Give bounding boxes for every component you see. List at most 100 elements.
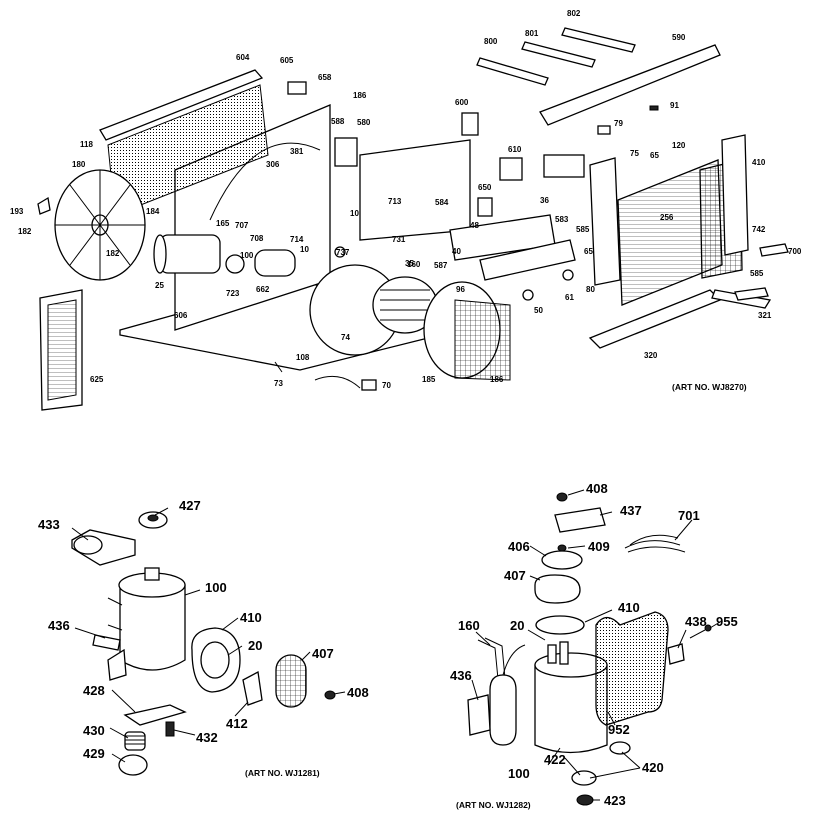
part-610 <box>499 157 523 181</box>
callout: 407 <box>504 568 526 583</box>
art-number-wj8270: (ART NO. WJ8270) <box>672 382 747 392</box>
callout: 584 <box>435 198 449 207</box>
callout: 74 <box>341 333 350 342</box>
gasket-407 <box>275 654 307 708</box>
callout: 610 <box>508 145 522 154</box>
callout: 410 <box>752 158 766 167</box>
callout: 120 <box>672 141 686 150</box>
callout: 186 <box>353 91 367 100</box>
callout: 256 <box>660 213 674 222</box>
callout: 10 <box>350 209 359 218</box>
callout: 580 <box>357 118 371 127</box>
compressor-body-a <box>92 567 186 681</box>
top-rail-801 <box>521 41 596 68</box>
callout: 118 <box>80 140 93 149</box>
grommet-420 <box>609 741 631 755</box>
rubber-foot <box>118 754 148 776</box>
mounting-spring <box>124 731 146 751</box>
top-rail-802 <box>561 27 636 53</box>
callout: 193 <box>10 207 24 216</box>
callout: 801 <box>525 29 539 38</box>
callout: 48 <box>470 221 479 230</box>
round-grille <box>423 281 511 381</box>
callout: 713 <box>388 197 402 206</box>
callout: 108 <box>296 353 310 362</box>
base-rail-320 <box>588 289 722 349</box>
callout: 36 <box>540 196 549 205</box>
callout: 423 <box>604 793 626 808</box>
callout: 91 <box>670 101 679 110</box>
callout: 585 <box>750 269 764 278</box>
callout: 437 <box>620 503 642 518</box>
compressor-b-callouts: 408 437 701 406 409 407 410 160 20 436 4… <box>450 481 738 808</box>
callout: 182 <box>18 227 32 236</box>
callout: 708 <box>250 234 264 243</box>
part-600 <box>461 112 479 136</box>
art-number-wj1281: (ART NO. WJ1281) <box>245 768 320 778</box>
art-number-wj1282: (ART NO. WJ1282) <box>456 800 531 810</box>
top-cover-590 <box>539 44 721 126</box>
callout: 731 <box>392 235 406 244</box>
callout: 160 <box>458 618 480 633</box>
callout: 185 <box>422 375 436 384</box>
callout: 410 <box>240 610 262 625</box>
callout: 600 <box>455 98 469 107</box>
callout: 182 <box>106 249 120 258</box>
callout: 61 <box>565 293 574 302</box>
relay-bracket <box>589 157 621 286</box>
callout: 186 <box>490 375 504 384</box>
callout: 100 <box>240 251 254 260</box>
part-658 <box>287 81 307 95</box>
callout: 742 <box>752 225 766 234</box>
callout: 70 <box>382 381 391 390</box>
callout: 587 <box>434 261 448 270</box>
overload-protector <box>242 670 263 706</box>
callout: 605 <box>280 56 294 65</box>
callout: 436 <box>48 618 70 633</box>
capacitor-block <box>543 154 585 178</box>
callout: 160 <box>407 260 421 269</box>
callout: 20 <box>248 638 262 653</box>
callout: 420 <box>642 760 664 775</box>
callout: 650 <box>478 183 492 192</box>
mount-plate <box>123 704 187 726</box>
compressor-a-callouts: 427 433 100 436 410 20 407 408 412 428 4… <box>38 498 369 761</box>
top-assembly <box>37 27 789 411</box>
clip-438 <box>667 643 685 665</box>
callout: 723 <box>226 289 240 298</box>
callout: 409 <box>588 539 610 554</box>
part-650 <box>477 197 493 217</box>
insulation-blanket <box>595 611 669 726</box>
top-brace <box>99 69 264 141</box>
callout: 410 <box>618 600 640 615</box>
callout: 408 <box>347 685 369 700</box>
callout: 427 <box>179 498 201 513</box>
callout: 96 <box>456 285 465 294</box>
callout: 588 <box>331 117 345 126</box>
top-rail-800 <box>476 57 549 86</box>
callout: 20 <box>510 618 524 633</box>
callout: 73 <box>274 379 283 388</box>
callout: 590 <box>672 33 686 42</box>
accumulator <box>489 674 517 746</box>
fan-wheel <box>54 169 146 281</box>
callout: 80 <box>586 285 595 294</box>
callout: 306 <box>266 160 280 169</box>
callout: 25 <box>155 281 164 290</box>
compressor-a-assembly <box>71 507 346 776</box>
foot-422 <box>571 770 597 786</box>
callout: 955 <box>716 614 738 629</box>
part-580 <box>334 137 358 167</box>
callout: 381 <box>290 147 304 156</box>
compressor-body-b <box>534 641 608 754</box>
callout: 952 <box>608 722 630 737</box>
callout: 606 <box>174 311 188 320</box>
wire-harness <box>624 534 686 553</box>
callout: 100 <box>508 766 530 781</box>
blower-housing <box>309 264 438 356</box>
callout: 100 <box>205 580 227 595</box>
control-bracket <box>359 139 471 241</box>
callout: 714 <box>290 235 304 244</box>
callout: 604 <box>236 53 250 62</box>
